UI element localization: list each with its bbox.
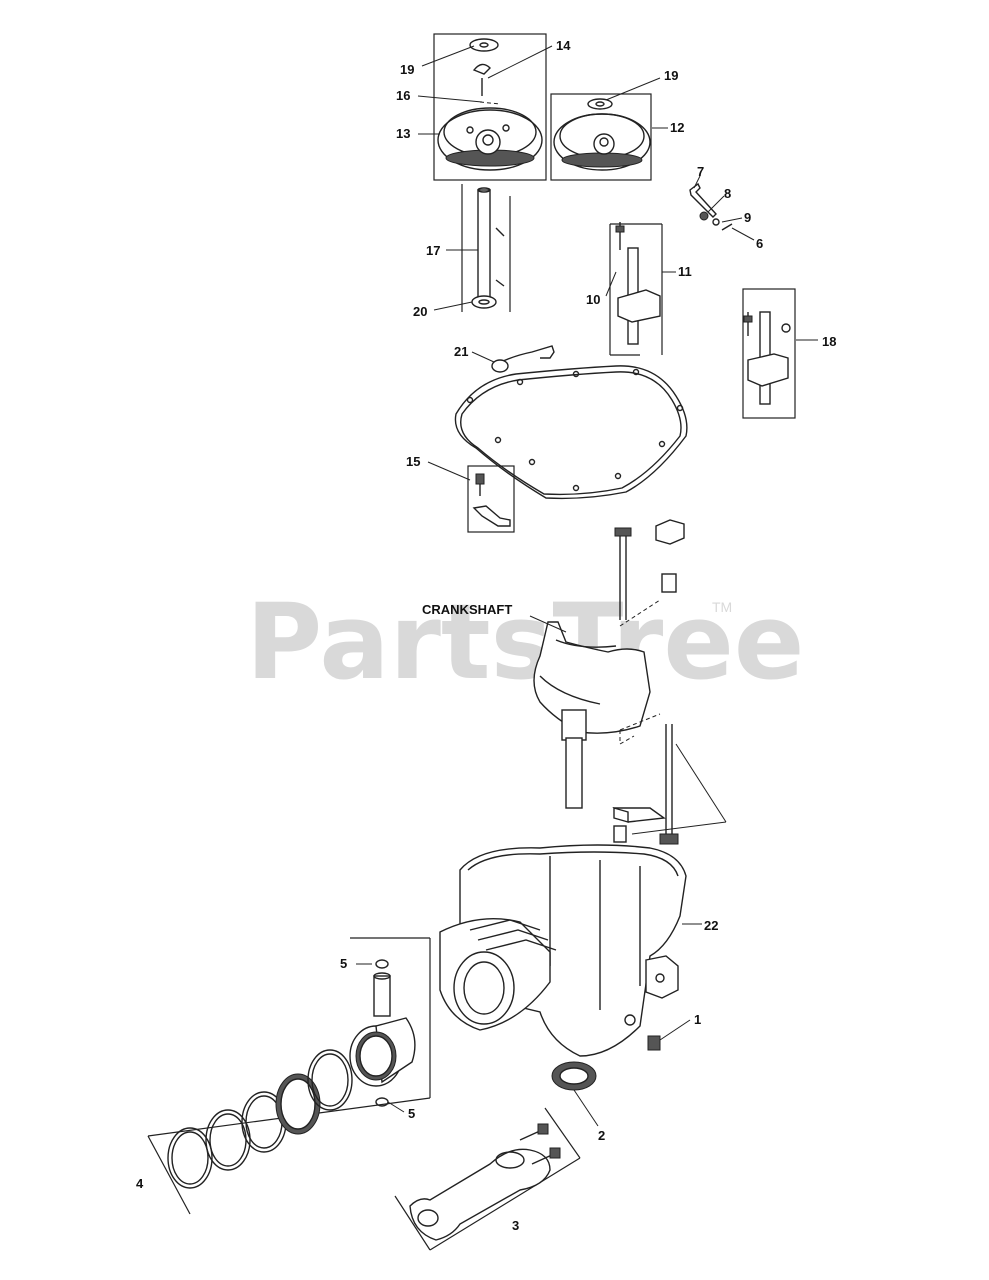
oil-seal-2[interactable] bbox=[551, 1061, 597, 1091]
connecting-rod-3[interactable] bbox=[394, 1107, 581, 1251]
callout-4: 4 bbox=[136, 1176, 144, 1191]
retaining-clip-5-top[interactable] bbox=[375, 959, 389, 969]
callout-15: 15 bbox=[406, 454, 420, 469]
callout-14: 14 bbox=[556, 38, 571, 53]
leader-lines bbox=[356, 45, 818, 1127]
plug-1[interactable] bbox=[647, 1035, 661, 1051]
callout-5-top: 5 bbox=[340, 956, 347, 971]
crankshaft[interactable] bbox=[533, 519, 685, 809]
callout-13: 13 bbox=[396, 126, 410, 141]
governor-lever-7[interactable] bbox=[689, 182, 717, 218]
callout-19-right: 19 bbox=[664, 68, 678, 83]
callout-labels: 19 14 16 19 13 12 7 8 9 6 17 11 10 20 18… bbox=[136, 38, 836, 1233]
watermark-logo: PartsTree bbox=[246, 581, 804, 703]
governor-assembly-18[interactable] bbox=[742, 288, 796, 419]
callout-3: 3 bbox=[512, 1218, 519, 1233]
callout-5-bottom: 5 bbox=[408, 1106, 415, 1121]
callout-6: 6 bbox=[756, 236, 763, 251]
callout-22: 22 bbox=[704, 918, 718, 933]
gear-assembly-12[interactable] bbox=[550, 93, 652, 181]
crankcase-22[interactable] bbox=[439, 844, 687, 1057]
callout-18: 18 bbox=[822, 334, 836, 349]
callout-2: 2 bbox=[598, 1128, 605, 1143]
callout-17: 17 bbox=[426, 243, 440, 258]
callout-1: 1 bbox=[694, 1012, 701, 1027]
callout-19-top: 19 bbox=[400, 62, 414, 77]
bolt-long[interactable] bbox=[631, 724, 727, 845]
piston-and-rings-4[interactable] bbox=[147, 937, 431, 1215]
washer-8[interactable] bbox=[699, 211, 709, 221]
callout-21: 21 bbox=[454, 344, 468, 359]
washer-9[interactable] bbox=[712, 218, 720, 226]
watermark-trademark: TM bbox=[712, 599, 732, 615]
callout-7: 7 bbox=[697, 164, 704, 179]
pin-6[interactable] bbox=[721, 223, 733, 231]
bracket-15[interactable] bbox=[467, 465, 515, 533]
dowel-pin[interactable] bbox=[613, 825, 627, 843]
breather-tube-21[interactable] bbox=[491, 345, 555, 373]
callout-11: 11 bbox=[678, 264, 692, 279]
piston-pin[interactable] bbox=[373, 972, 391, 1017]
callout-10: 10 bbox=[586, 292, 600, 307]
callout-12: 12 bbox=[670, 120, 684, 135]
camshaft-gear-group[interactable] bbox=[433, 33, 547, 181]
callout-8: 8 bbox=[724, 186, 731, 201]
shaft-assembly-17[interactable] bbox=[461, 184, 511, 312]
connecting-rod-cap[interactable] bbox=[612, 807, 666, 823]
crankshaft-label: CRANKSHAFT bbox=[422, 602, 512, 617]
crankcase-gasket[interactable] bbox=[454, 365, 688, 500]
callout-9: 9 bbox=[744, 210, 751, 225]
governor-assembly-11[interactable] bbox=[609, 222, 663, 356]
callout-16: 16 bbox=[396, 88, 410, 103]
callout-20: 20 bbox=[413, 304, 427, 319]
